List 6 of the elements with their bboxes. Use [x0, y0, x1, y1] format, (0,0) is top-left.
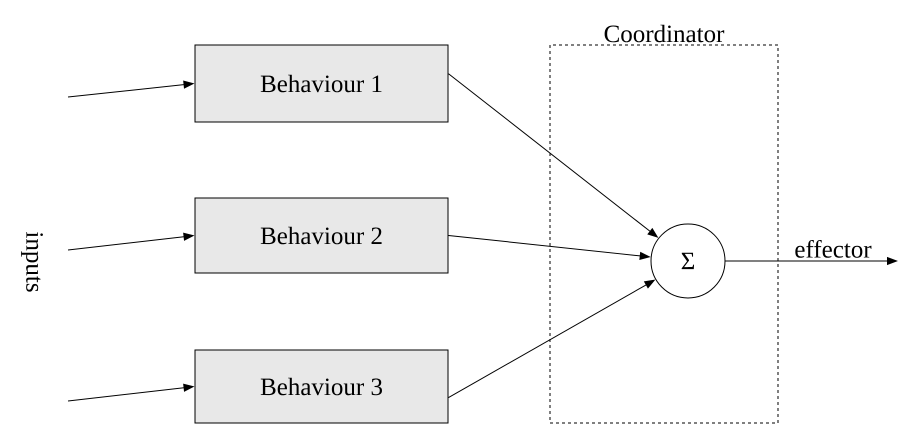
process-box: Behaviour 1: [194, 44, 448, 122]
process-box: Behaviour 2: [194, 198, 448, 274]
axis-label: inputs: [21, 232, 43, 292]
process-box: Behaviour 3: [194, 350, 448, 424]
node-label: Coordinator: [604, 24, 724, 42]
edge-label: effector: [795, 240, 872, 258]
